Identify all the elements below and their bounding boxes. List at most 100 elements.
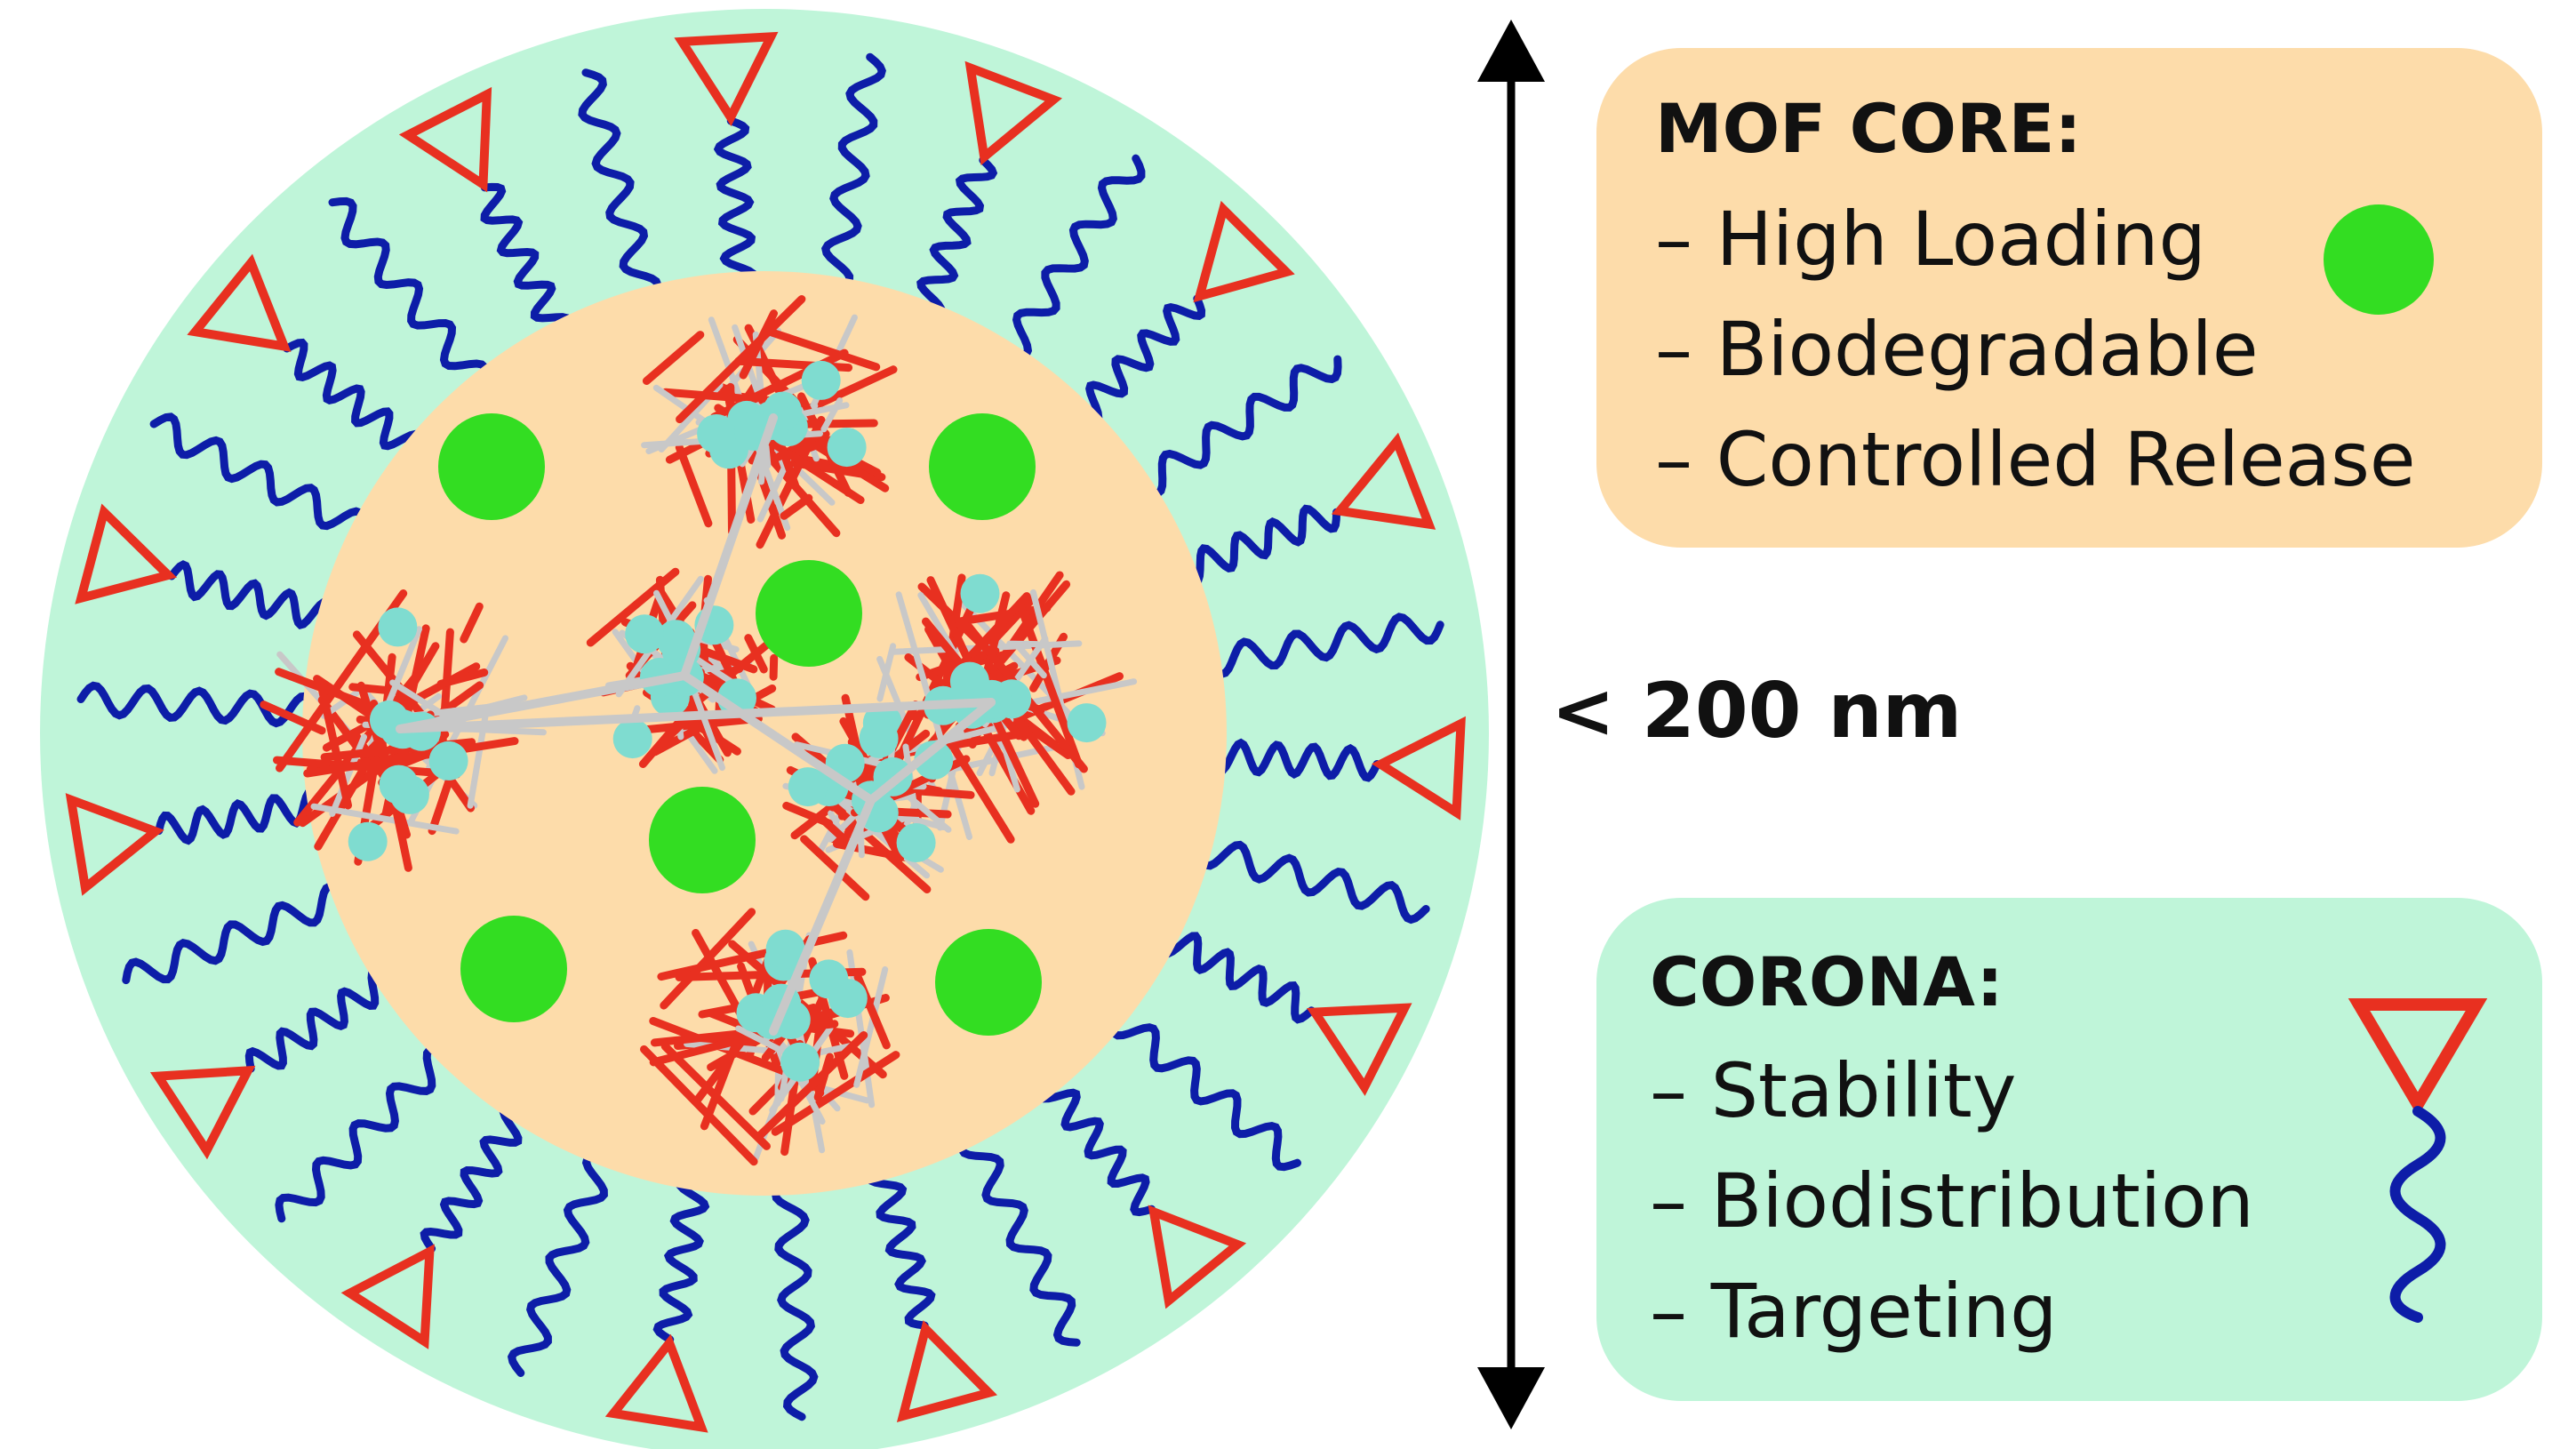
framework-bond: [310, 803, 460, 835]
mof-core-panel: MOF CORE: – High Loading – Biodegradable…: [1596, 48, 2542, 548]
polymer-chain: [283, 338, 422, 456]
polymer-chain: [578, 68, 662, 304]
framework-bond: [660, 716, 690, 745]
metal-cluster: [780, 1042, 820, 1082]
polymer-chain: [480, 182, 573, 339]
polymer-chain: [122, 882, 350, 985]
targeting-ligand-icon: [75, 503, 177, 604]
core-item-high-loading: – High Loading: [1655, 196, 2206, 283]
polymer-chain: [1179, 504, 1341, 587]
polymer-chain: [916, 156, 998, 318]
framework-bond: [1015, 644, 1047, 679]
targeting-ligand-icon: [2348, 998, 2488, 1117]
targeting-ligand-icon: [340, 1244, 435, 1349]
polymer-chain: [1108, 1011, 1301, 1172]
metal-cluster: [625, 614, 665, 654]
metal-cluster: [369, 700, 409, 740]
metal-cluster: [914, 741, 954, 780]
framework-bond: [826, 798, 932, 893]
framework-bond: [767, 328, 881, 372]
targeting-ligand-icon: [149, 1065, 256, 1160]
polymer-chain: [1208, 738, 1381, 782]
polymer-chain: [275, 1045, 452, 1223]
framework-bond: [769, 653, 779, 681]
polymer-chain: [1004, 154, 1146, 361]
core-item-controlled-release: – Controlled Release: [1655, 416, 2416, 503]
framework-bond: [754, 1031, 868, 1141]
polymer-chain: [1204, 612, 1444, 679]
drug-molecules: [438, 413, 1042, 1036]
polymer-chain: [865, 1163, 936, 1330]
framework-bond: [1016, 601, 1083, 769]
targeting-ligand-icon: [187, 253, 292, 352]
targeting-ligand-icon: [1331, 432, 1436, 530]
linker: [396, 671, 689, 733]
metal-cluster: [428, 741, 468, 781]
polymer-chain: [1076, 294, 1206, 424]
framework-bond: [744, 634, 768, 674]
framework-bond: [800, 835, 870, 901]
framework-bond: [846, 949, 876, 1109]
framework-bond: [980, 591, 1011, 688]
polymer-chain: [771, 1177, 819, 1421]
metal-cluster: [788, 767, 828, 807]
targeting-ligand-icon: [65, 793, 164, 896]
framework-bond: [771, 1051, 900, 1136]
mof-framework: [260, 295, 1138, 1166]
corona-item-targeting: – Targeting: [1650, 1268, 2058, 1355]
corona-legend-icons: [2348, 998, 2488, 1323]
polymer-chain: [167, 560, 335, 630]
polymer-chain: [957, 1128, 1081, 1347]
framework-bond: [676, 295, 806, 424]
metal-cluster: [379, 765, 419, 805]
drug-molecule-icon: [438, 413, 545, 520]
metal-cluster: [378, 607, 418, 647]
metal-cluster: [697, 414, 737, 453]
framework-bond: [739, 309, 778, 380]
framework-bond: [436, 668, 489, 688]
framework-bond: [684, 1040, 777, 1054]
framework-bond: [642, 331, 705, 385]
polymer-chain: [1194, 840, 1430, 925]
drug-molecule-icon: [935, 929, 1042, 1036]
drug-molecule-icon: [649, 787, 756, 893]
framework-bond: [689, 653, 739, 688]
polymer-chain: [420, 1104, 525, 1253]
drug-molecule-icon: [756, 560, 862, 667]
size-label: < 200 nm: [1551, 667, 1963, 756]
corona-title: CORONA:: [1650, 942, 2004, 1021]
framework-bond: [460, 602, 484, 644]
metal-cluster: [896, 823, 936, 862]
polymer-chain: [507, 1149, 609, 1377]
drug-molecule-icon: [929, 413, 1036, 520]
metal-cluster: [828, 979, 868, 1019]
polymer-chains: [76, 52, 1444, 1421]
polymer-chain: [1136, 355, 1342, 498]
metal-cluster: [960, 573, 1000, 613]
targeting-ligands: [65, 31, 1466, 1433]
linker: [867, 698, 996, 805]
framework-bond: [902, 790, 952, 833]
framework-bond: [853, 966, 889, 1088]
polymer-chain-icon: [2389, 1106, 2446, 1323]
framework-bond: [260, 700, 326, 735]
polymer-chain: [244, 967, 393, 1073]
targeting-ligand-icon: [604, 1333, 708, 1433]
framework-bond: [675, 443, 713, 528]
framework-bond: [660, 908, 756, 1010]
polymer-chain: [652, 1173, 710, 1344]
targeting-ligand-icon: [1371, 716, 1466, 821]
metal-cluster: [801, 360, 841, 400]
framework-bond: [816, 813, 857, 852]
linker: [680, 413, 778, 680]
linker: [769, 796, 876, 1036]
polymer-chain: [713, 116, 758, 290]
metal-cluster: [765, 929, 805, 969]
targeting-ligand-icon: [1193, 200, 1295, 303]
core-item-biodegradable: – Biodegradable: [1655, 306, 2259, 393]
corona-panel: CORONA: – Stability – Biodistribution – …: [1596, 898, 2542, 1401]
targeting-ligand-icon: [1307, 1003, 1412, 1096]
drug-molecule-icon: [2324, 204, 2434, 315]
framework-bond: [640, 1045, 758, 1166]
